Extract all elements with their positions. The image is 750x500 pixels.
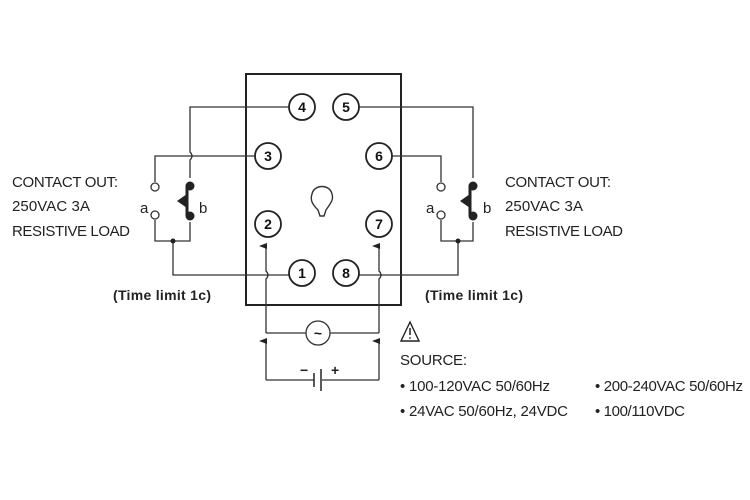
svg-text:4: 4 [298,99,306,115]
right-contact-label-3: RESISTIVE LOAD [505,223,623,240]
right-contact-label-2: 250VAC 3A [505,198,583,215]
warning-triangle-icon [399,320,421,342]
ac-tilde: ~ [314,325,322,341]
source-title: SOURCE: [400,352,467,369]
power-wiring [259,243,382,391]
right-time-limit-caption: (Time limit 1c) [425,287,523,303]
svg-text:8: 8 [342,265,350,281]
source-item-2: • 200-240VAC 50/60Hz [595,378,743,395]
pin-1: 1 [288,259,316,287]
dc-plus: + [331,362,339,378]
ac-source-symbol [305,320,331,346]
svg-text:6: 6 [375,148,383,164]
pin-2: 2 [254,210,282,238]
svg-text:7: 7 [375,216,383,232]
pin-7: 7 [365,210,393,238]
pin-4: 4 [288,93,316,121]
pin-8: 8 [332,259,360,287]
relay-socket-outline [245,73,402,306]
source-item-1: • 100-120VAC 50/60Hz [400,378,550,395]
left-time-limit-caption: (Time limit 1c) [113,287,211,303]
svg-text:1: 1 [298,265,306,281]
svg-text:3: 3 [264,148,272,164]
right-contact-label-1: CONTACT OUT: [505,174,611,191]
source-item-4: • 100/110VDC [595,403,685,420]
right-contact-wiring [359,106,478,276]
right-contact-b: b [483,200,491,217]
svg-text:5: 5 [342,99,350,115]
left-contact-label-2: 250VAC 3A [12,198,90,215]
left-contact-wiring [150,106,289,276]
pin-3: 3 [254,142,282,170]
pin-6: 6 [365,142,393,170]
left-contact-b: b [199,200,207,217]
left-contact-a: a [140,200,149,217]
source-item-3: • 24VAC 50/60Hz, 24VDC [400,403,568,420]
pin-5: 5 [332,93,360,121]
left-contact-label-3: RESISTIVE LOAD [12,223,130,240]
right-contact-a: a [426,200,435,217]
dc-minus: − [300,362,308,378]
svg-text:2: 2 [264,216,272,232]
left-contact-label-1: CONTACT OUT: [12,174,118,191]
keyway-icon [310,185,334,217]
